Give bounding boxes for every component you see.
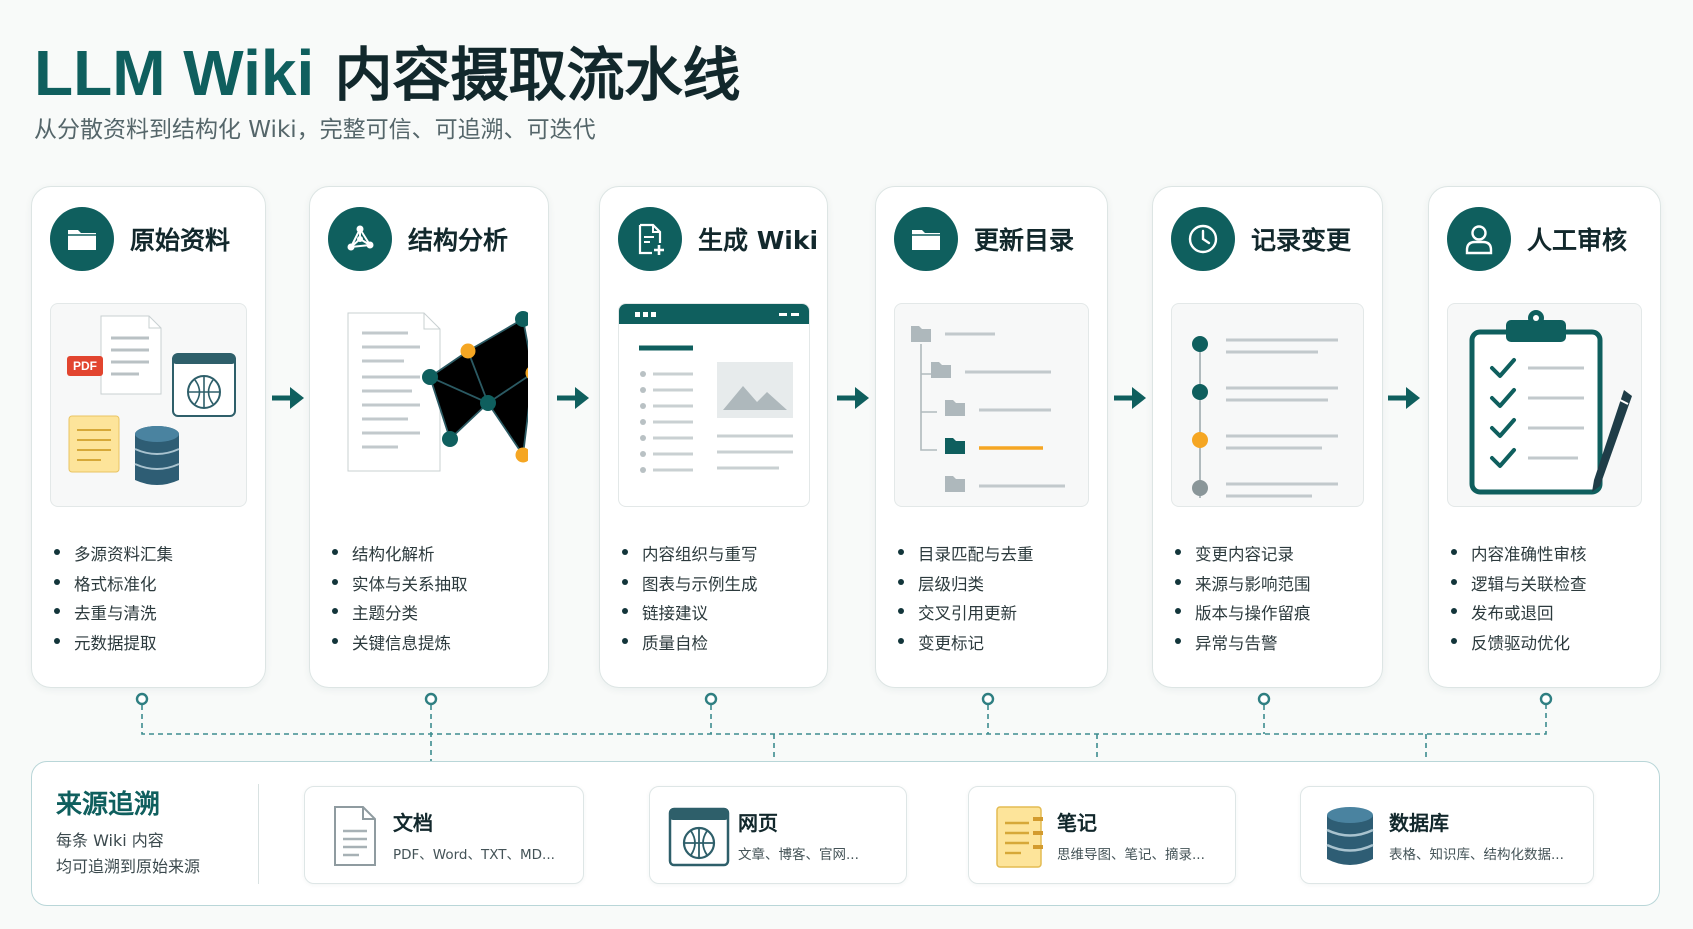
bullet: 结构化解析: [330, 541, 468, 571]
stage-card-structure-analysis: 结构分析 结构化解析 实体与关系抽取 主题分类 关键信息提炼: [309, 186, 549, 688]
stage-bullets: 变更内容记录 来源与影响范围 版本与操作留痕 异常与告警: [1173, 541, 1311, 659]
bullet: 元数据提取: [52, 630, 173, 660]
bullet: 逻辑与关联检查: [1449, 571, 1587, 601]
bullet: 反馈驱动优化: [1449, 630, 1587, 660]
bullet: 实体与关系抽取: [330, 571, 468, 601]
stage-title: 原始资料: [130, 226, 231, 255]
source-name: 网页: [738, 811, 778, 835]
stage-title: 人工审核: [1527, 226, 1628, 255]
bullet: 格式标准化: [52, 571, 173, 601]
folder-icon: [894, 207, 958, 271]
arrow-right-icon: [557, 387, 589, 409]
source-card-database: 数据库 表格、知识库、结构化数据...: [1300, 786, 1594, 884]
user-icon: [1447, 207, 1511, 271]
bullet: 发布或退回: [1449, 600, 1587, 630]
source-traceability-panel: 来源追溯 每条 Wiki 内容 均可追溯到原始来源 文档 PDF、Word、TX…: [31, 761, 1660, 906]
stage-title: 生成 Wiki: [698, 226, 819, 255]
document-icon: [334, 806, 376, 866]
stage-title: 记录变更: [1251, 226, 1352, 255]
bullet: 变更标记: [896, 630, 1034, 660]
source-name: 数据库: [1389, 811, 1449, 835]
bullet: 版本与操作留痕: [1173, 600, 1311, 630]
source-card-webpage: 网页 文章、博客、官网...: [649, 786, 907, 884]
arrow-right-icon: [272, 387, 304, 409]
bullet: 链接建议: [620, 600, 758, 630]
source-desc: 表格、知识库、结构化数据...: [1389, 847, 1564, 863]
bullet: 去重与清洗: [52, 600, 173, 630]
traceability-desc-line: 均可追溯到原始来源: [56, 857, 201, 876]
traceability-title: 来源追溯: [56, 790, 161, 820]
bullet: 内容准确性审核: [1449, 541, 1587, 571]
structure-analysis-illustration: [328, 303, 528, 505]
bullet: 关键信息提炼: [330, 630, 468, 660]
stage-bullets: 结构化解析 实体与关系抽取 主题分类 关键信息提炼: [330, 541, 468, 659]
divider: [258, 784, 259, 884]
source-desc: 文章、博客、官网...: [738, 847, 859, 863]
source-name: 笔记: [1057, 811, 1097, 835]
update-directory-illustration: [894, 303, 1089, 507]
traceability-desc-line: 每条 Wiki 内容: [56, 831, 164, 850]
page-subtitle: 从分散资料到结构化 Wiki，完整可信、可追溯、可迭代: [34, 117, 596, 143]
source-name: 文档: [393, 811, 433, 835]
stage-title: 更新目录: [974, 226, 1075, 255]
page-title: LLM Wiki 内容摄取流水线: [34, 28, 741, 112]
pdf-badge-label: PDF: [73, 359, 97, 373]
generate-wiki-illustration: [618, 303, 810, 507]
source-desc: 思维导图、笔记、摘录...: [1057, 847, 1205, 863]
bullet: 内容组织与重写: [620, 541, 758, 571]
document-add-icon: [618, 207, 682, 271]
raw-materials-illustration: PDF: [50, 303, 247, 507]
bullet: 层级归类: [896, 571, 1034, 601]
source-card-document: 文档 PDF、Word、TXT、MD...: [304, 786, 584, 884]
record-changes-illustration: [1171, 303, 1364, 507]
bullet: 主题分类: [330, 600, 468, 630]
bullet: 异常与告警: [1173, 630, 1311, 660]
globe-icon: [668, 807, 730, 867]
bullet: 来源与影响范围: [1173, 571, 1311, 601]
bullet: 图表与示例生成: [620, 571, 758, 601]
pdf-badge: [67, 356, 103, 376]
stage-card-update-directory: 更新目录 目录匹配与去重 层级归类 交叉引用更新 变更标记: [875, 186, 1108, 688]
stage-bullets: 内容组织与重写 图表与示例生成 链接建议 质量自检: [620, 541, 758, 659]
stage-card-record-changes: 记录变更 变更内容记录 来源与影响范围 版本与操作留痕 异常与告警: [1152, 186, 1383, 688]
stage-card-generate-wiki: 生成 Wiki 内容组织与重写 图表与示例生成 链接建议 质量自检: [599, 186, 828, 688]
human-review-illustration: [1447, 303, 1642, 507]
traceability-description: 每条 Wiki 内容 均可追溯到原始来源: [56, 828, 200, 880]
arrow-right-icon: [1388, 387, 1420, 409]
stage-bullets: 目录匹配与去重 层级归类 交叉引用更新 变更标记: [896, 541, 1034, 659]
stage-bullets: 多源资料汇集 格式标准化 去重与清洗 元数据提取: [52, 541, 173, 659]
bullet: 质量自检: [620, 630, 758, 660]
stage-bullets: 内容准确性审核 逻辑与关联检查 发布或退回 反馈驱动优化: [1449, 541, 1587, 659]
clock-icon: [1171, 207, 1235, 271]
network-icon: [328, 207, 392, 271]
bullet: 目录匹配与去重: [896, 541, 1034, 571]
source-desc: PDF、Word、TXT、MD...: [393, 847, 555, 863]
title-en: LLM Wiki: [34, 37, 315, 109]
database-icon: [1326, 807, 1374, 865]
bullet: 变更内容记录: [1173, 541, 1311, 571]
title-zh: 内容摄取流水线: [334, 41, 741, 109]
arrow-right-icon: [837, 387, 869, 409]
stage-card-raw-materials: 原始资料 PDF 多源资料汇集 格式标准化 去重与清洗 元数据提取: [31, 186, 266, 688]
arrow-right-icon: [1114, 387, 1146, 409]
stage-card-human-review: 人工审核 内容准确性审核 逻辑与关联检查 发布或退回 反馈驱动优化: [1428, 186, 1661, 688]
notepad-icon: [996, 806, 1043, 868]
bullet: 交叉引用更新: [896, 600, 1034, 630]
source-card-notes: 笔记 思维导图、笔记、摘录...: [968, 786, 1236, 884]
stage-title: 结构分析: [408, 226, 509, 255]
folder-icon: [50, 207, 114, 271]
bullet: 多源资料汇集: [52, 541, 173, 571]
